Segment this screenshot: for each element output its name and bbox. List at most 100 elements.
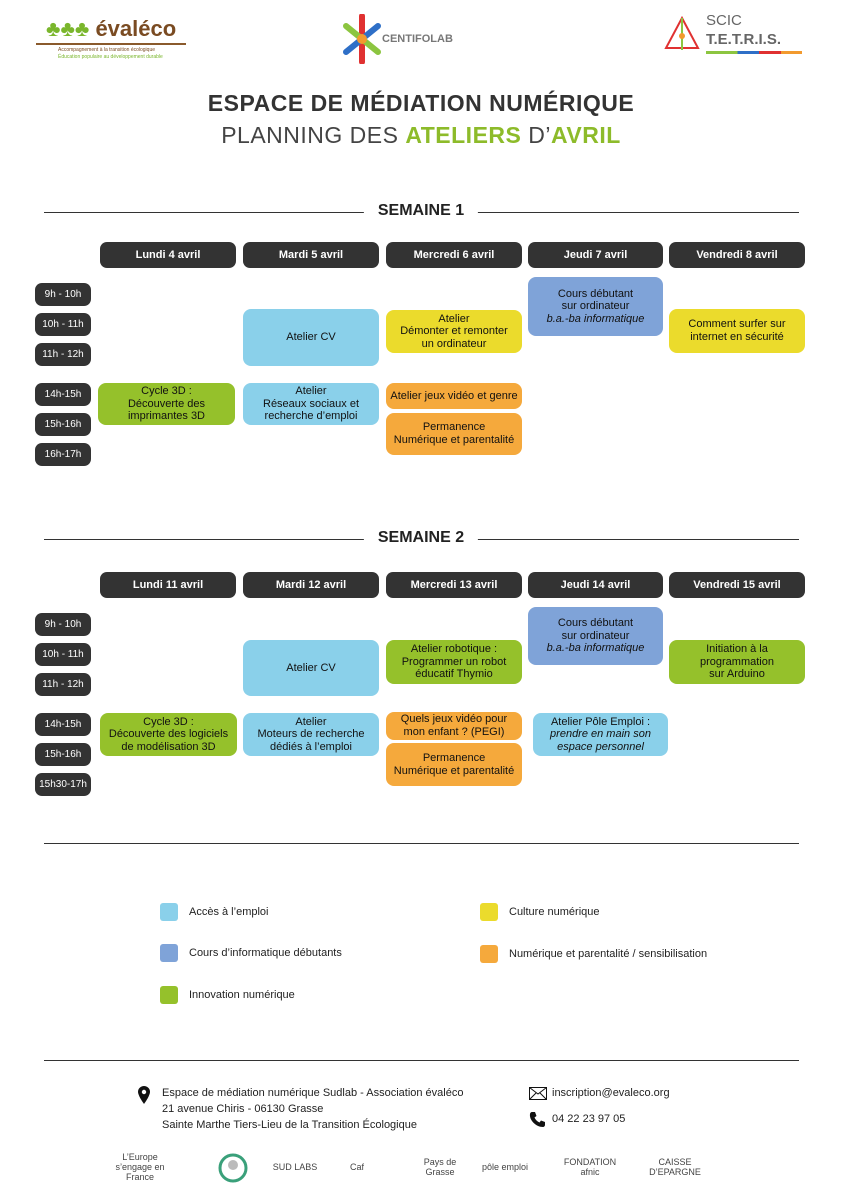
legend-swatch [480, 945, 498, 963]
event-text: Cours débutant [557, 287, 634, 300]
legend-label: Cours d’informatique débutants [189, 947, 342, 959]
event-text: Atelier jeux vidéo et genre [390, 389, 518, 402]
partner-emblem-icon [218, 1153, 248, 1183]
event-text: Permanence [422, 751, 486, 764]
divider [44, 843, 799, 844]
legend-swatch [480, 903, 498, 921]
partner-logo: L’Europe s’engage en France [115, 1152, 165, 1182]
phone-icon [529, 1111, 545, 1132]
week-title: SEMAINE 1 [363, 202, 479, 220]
event-card[interactable]: Atelier CV [243, 309, 379, 366]
event-text: un ordinateur [421, 337, 487, 350]
event-italic: b.a.-ba informatique [546, 312, 645, 325]
partner-logo: FONDATION afnic [563, 1157, 617, 1177]
mail-icon [529, 1087, 547, 1105]
event-text: Atelier Pôle Emploi : [550, 715, 651, 728]
event-text: Numérique et parentalité [393, 434, 515, 446]
event-text: sur Arduino [709, 668, 765, 681]
event-text: imprimantes 3D [127, 410, 206, 423]
event-text: Atelier CV [286, 661, 336, 674]
event-text: Réseaux sociaux et [263, 397, 359, 410]
partner-logo: pôle emploi [481, 1162, 529, 1173]
clover-icon: ♣♣♣ [46, 16, 90, 41]
event-text: dédiés à l’emploi [270, 740, 352, 753]
event-text: Atelier CV [286, 331, 336, 344]
centifolab-icon [343, 14, 381, 64]
footer-phone: 04 22 23 97 05 [552, 1113, 626, 1125]
time-slot: 15h30-17h [35, 773, 91, 796]
day-header: Jeudi 7 avril [528, 242, 663, 268]
event-card[interactable]: Atelier CV [243, 640, 379, 696]
event-text: Programmer un robot [401, 655, 507, 668]
event-text: Permanence [422, 421, 486, 434]
event-text: Cycle 3D : [143, 715, 194, 728]
event-text: éducatif Thymio [415, 668, 493, 681]
time-slot: 10h - 11h [35, 313, 91, 336]
logo-bar [36, 43, 186, 45]
event-text: mon enfant ? (PEGI) [403, 726, 505, 738]
event-text: Découverte des logiciels [108, 728, 229, 741]
partner-logo: CAISSE D’EPARGNE [649, 1157, 701, 1177]
day-header: Vendredi 8 avril [669, 242, 805, 268]
time-slot: 14h-15h [35, 383, 91, 406]
time-slot: 11h - 12h [35, 673, 91, 696]
event-text: Comment surfer sur [688, 318, 786, 331]
event-card[interactable]: Atelier jeux vidéo et genre [386, 383, 522, 409]
event-text: Découverte des [127, 397, 206, 410]
centifolab-logo: CENTIFOLAB [342, 14, 472, 64]
event-italic: prendre en main son [550, 728, 651, 741]
event-text: de modélisation 3D [121, 740, 216, 753]
partner-logo: Caf [349, 1162, 364, 1173]
time-slot: 16h-17h [35, 443, 91, 466]
evaleco-logo: ♣♣♣ évaléco Accompagnement à la transiti… [36, 16, 196, 61]
page-subtitle: PLANNING DES ATELIERS D’AVRIL [221, 122, 621, 148]
partner-logo: SUD LABS [272, 1162, 318, 1173]
event-text: sur ordinateur [561, 629, 630, 642]
event-card[interactable]: Atelier Pôle Emploi :prendre en main son… [533, 713, 668, 756]
event-italic: b.a.-ba informatique [546, 642, 645, 655]
tetris-bar [706, 51, 802, 54]
event-text: internet en sécurité [690, 331, 784, 343]
event-text: Initiation à la [706, 643, 768, 656]
page-title: ESPACE DE MÉDIATION NUMÉRIQUE [207, 90, 635, 116]
legend-label: Accès à l’emploi [189, 906, 269, 918]
event-text: Quels jeux vidéo pour [400, 713, 508, 726]
day-header: Mardi 12 avril [243, 572, 379, 598]
partner-logo: Pays de Grasse [423, 1157, 457, 1177]
time-slot: 11h - 12h [35, 343, 91, 366]
time-slot: 15h-16h [35, 413, 91, 436]
day-header: Mercredi 6 avril [386, 242, 522, 268]
divider [44, 1060, 799, 1061]
legend-swatch [160, 986, 178, 1004]
event-text: programmation [700, 655, 774, 668]
day-header: Jeudi 14 avril [528, 572, 663, 598]
time-slot: 10h - 11h [35, 643, 91, 666]
time-slot: 14h-15h [35, 713, 91, 736]
event-text: Atelier robotique : [410, 643, 498, 656]
event-text: Démonter et remonter [400, 325, 508, 338]
time-slot: 9h - 10h [35, 283, 91, 306]
legend-label: Numérique et parentalité / sensibilisati… [509, 948, 708, 960]
footer-email[interactable]: inscription@evaleco.org [552, 1087, 670, 1099]
event-text: sur ordinateur [561, 300, 630, 313]
location-pin-icon [138, 1086, 150, 1109]
legend-swatch [160, 944, 178, 962]
tetris-icon [664, 16, 700, 50]
day-header: Mardi 5 avril [243, 242, 379, 268]
tetris-logo: SCIC T.E.T.R.I.S. [664, 12, 809, 58]
event-text: recherche d’emploi [264, 410, 358, 423]
event-text: Cours débutant [557, 617, 634, 630]
